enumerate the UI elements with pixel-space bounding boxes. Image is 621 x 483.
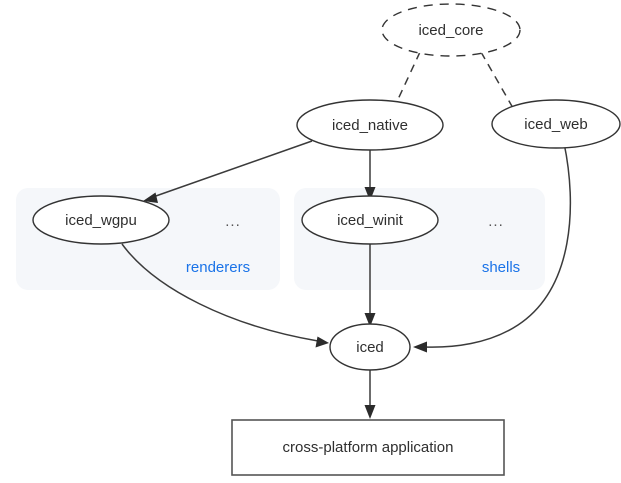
edge-iced-native-to-iced-wgpu <box>143 140 313 203</box>
node-iced-shape <box>329 323 411 371</box>
node-iced-core-shape <box>381 3 521 57</box>
cluster-renderers-label: renderers <box>186 259 250 276</box>
cluster-renderers-ellipsis: ... <box>225 213 241 230</box>
node-iced-wgpu-shape <box>32 195 170 245</box>
edge-iced-web-to-iced <box>413 142 572 353</box>
node-iced-web-label: iced_web <box>524 116 587 133</box>
node-cross-platform-application[interactable]: cross-platform application <box>231 419 505 476</box>
node-iced-core-label: iced_core <box>418 22 483 39</box>
node-application-shape <box>231 419 505 476</box>
cluster-shells-label: shells <box>482 259 520 276</box>
node-iced-label: iced <box>356 339 384 356</box>
cluster-shells-ellipsis: ... <box>488 213 504 230</box>
node-application-label: cross-platform application <box>283 439 454 456</box>
node-iced-web[interactable]: iced_web <box>491 99 621 149</box>
node-iced-native-label: iced_native <box>332 117 408 134</box>
node-iced-native-shape <box>296 99 444 151</box>
edge-iced-winit-to-iced <box>364 244 376 327</box>
node-iced-wgpu[interactable]: iced_wgpu <box>32 195 170 245</box>
node-iced-winit-shape <box>301 195 439 245</box>
node-iced-winit[interactable]: iced_winit <box>301 195 439 245</box>
node-iced-web-shape <box>491 99 621 149</box>
edge-iced-wgpu-to-iced <box>121 243 329 348</box>
edge-iced-to-application <box>364 370 376 419</box>
node-iced-wgpu-label: iced_wgpu <box>65 212 137 229</box>
node-iced-native[interactable]: iced_native <box>296 99 444 151</box>
node-iced-winit-label: iced_winit <box>337 212 404 229</box>
node-iced[interactable]: iced <box>329 323 411 371</box>
node-iced-core[interactable]: iced_core <box>381 3 521 57</box>
